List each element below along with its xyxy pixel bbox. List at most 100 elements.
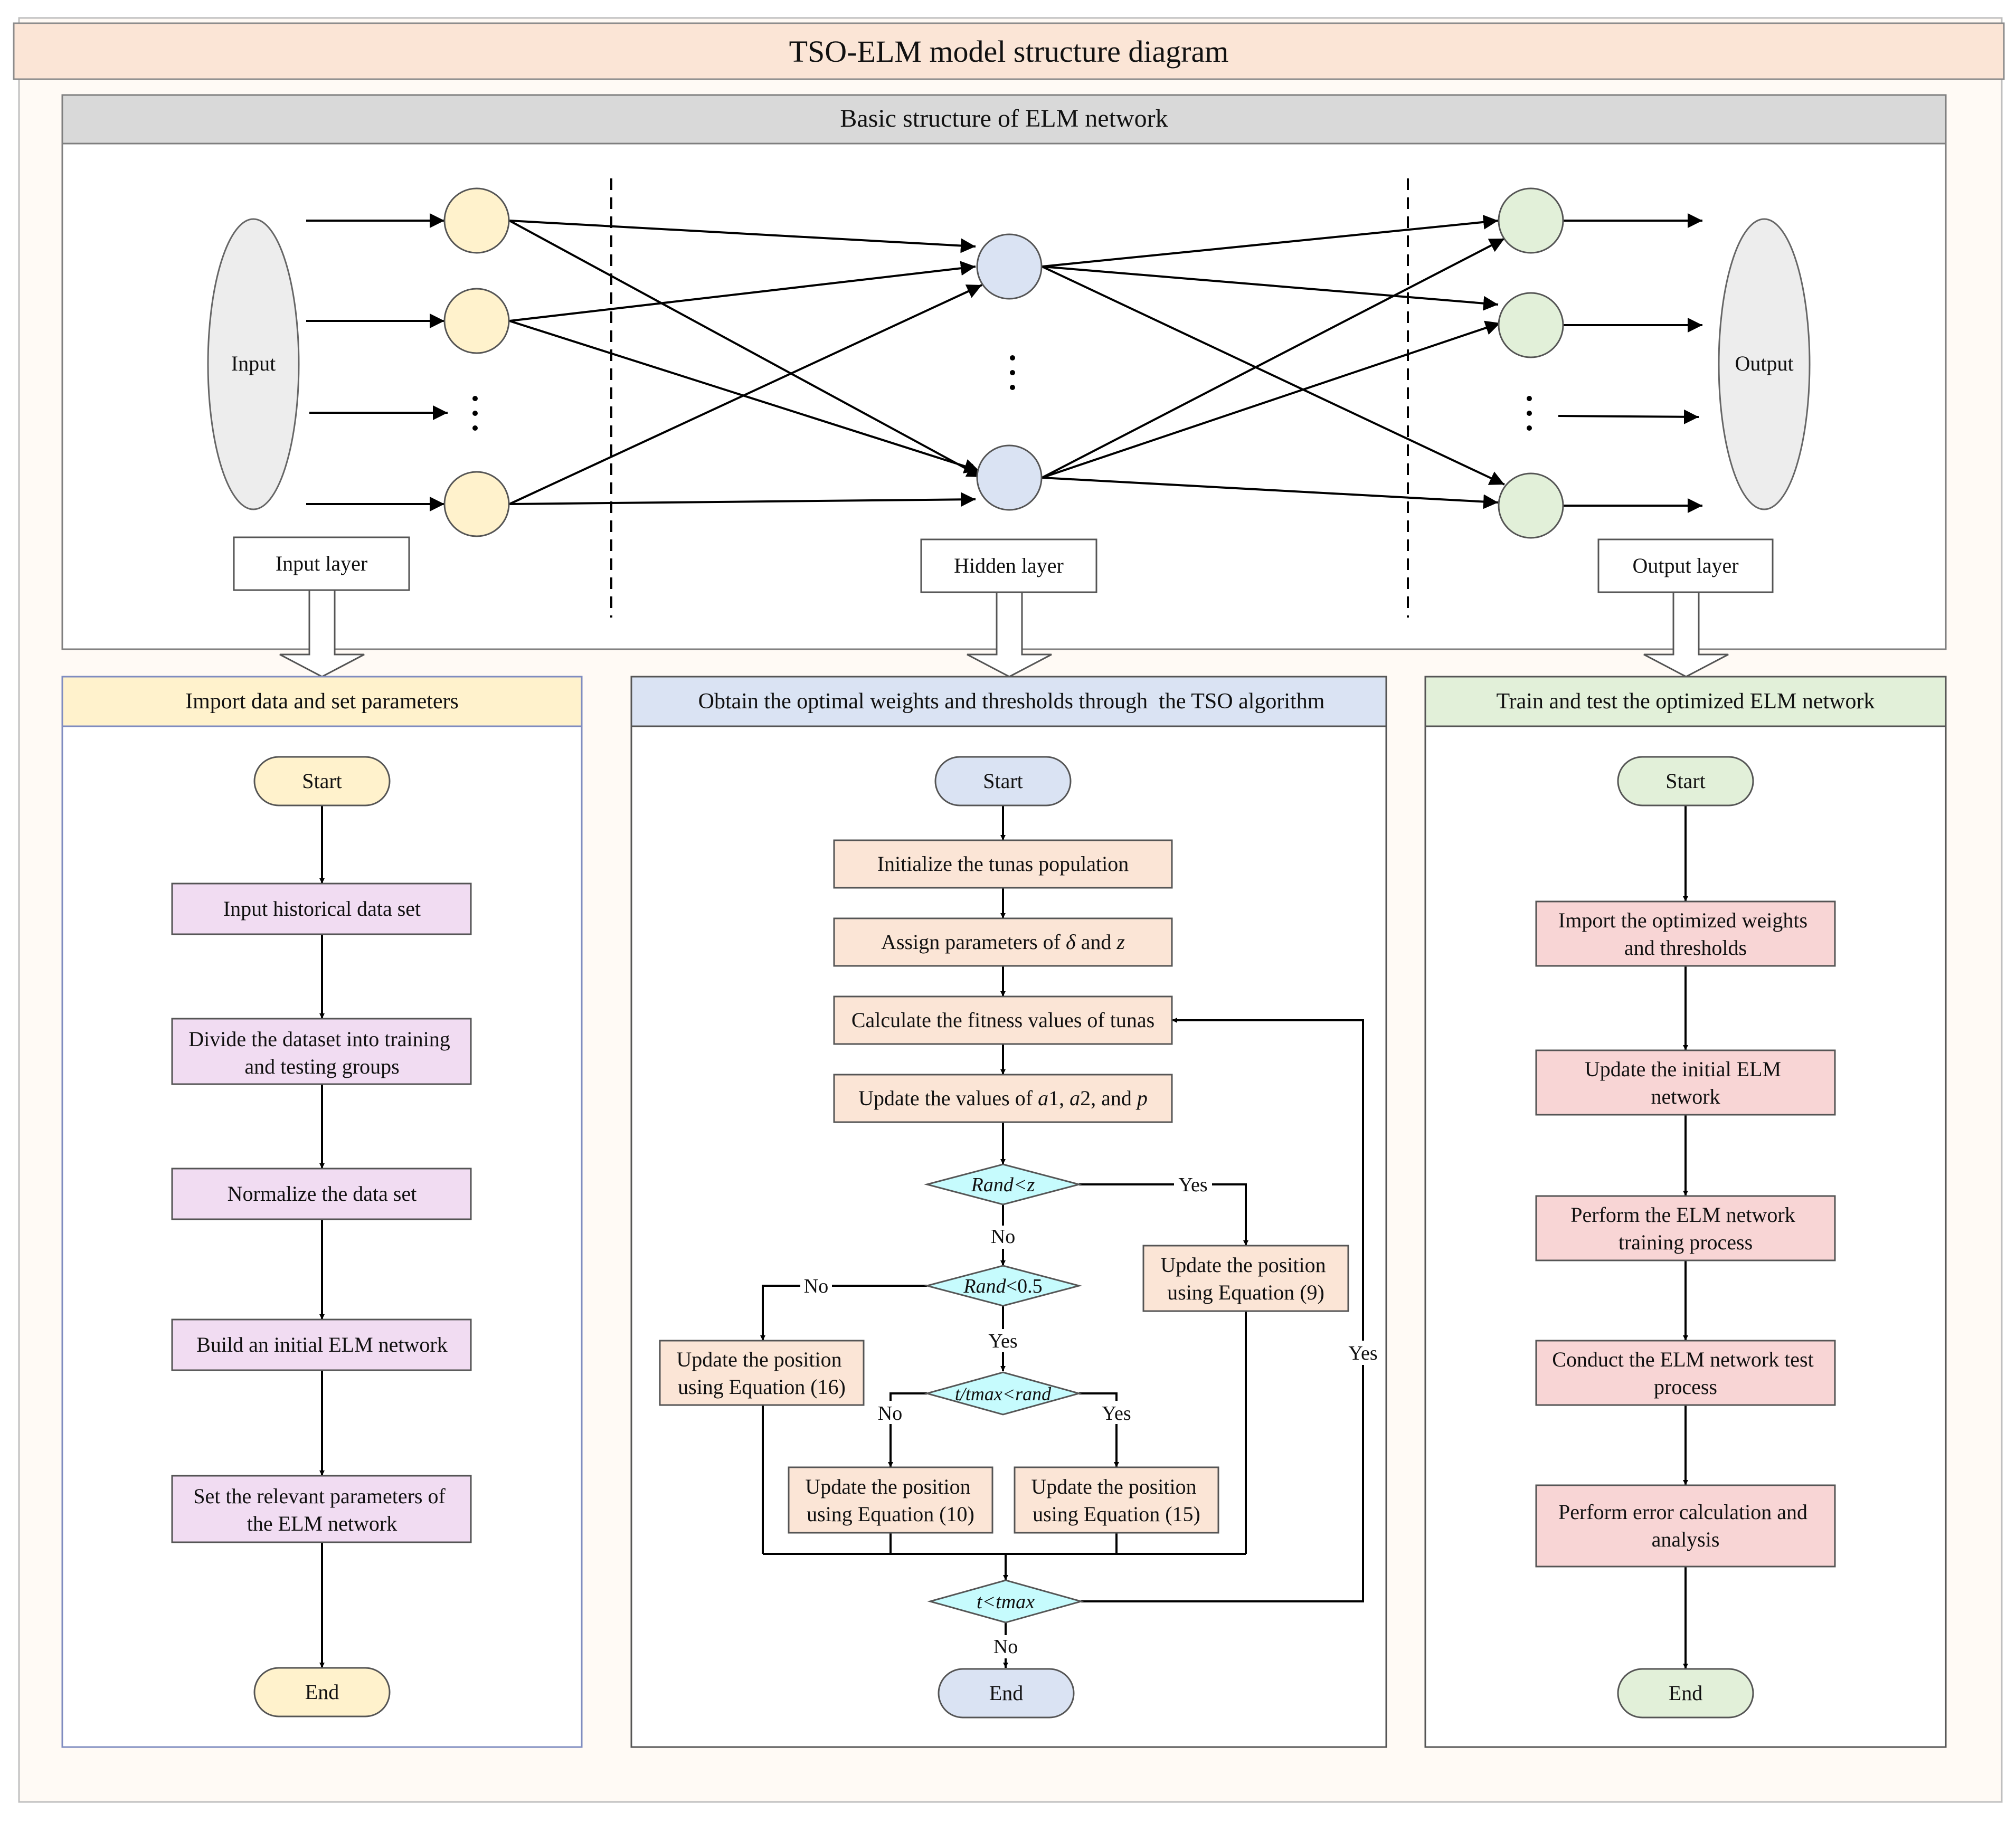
hidden-node [976,444,1043,511]
panel1-step-input-historical [171,882,472,935]
input-layer-label: Input layer [276,552,367,575]
panel1-step-build-elm [171,1318,472,1371]
panel1-step-divide-label: Divide the dataset into training and tes… [188,1027,455,1078]
panel1-step-normalize-label: Normalize the data set [228,1182,417,1206]
decision-rand-lt-half [924,1265,1082,1307]
hidden-node [976,233,1043,300]
output-ellipse [1718,218,1811,510]
title-band [13,22,2005,80]
output-arrows [1558,213,1702,513]
panel3-step-import-weights [1535,900,1836,967]
panel3-step-training [1535,1195,1836,1261]
input-layer-box [233,536,410,591]
label-no-d1: No [991,1226,1015,1248]
panel-train-title: Train and test the optimized ELM network [1497,689,1875,714]
panel2-step-init-population-label: Initialize the tunas population [877,852,1129,876]
panel2-step-eq9-label: Update the position using Equation (9) [1160,1253,1331,1304]
panel1-step-divide [171,1018,472,1085]
panel2-step-eq9 [1142,1245,1349,1312]
decision-rand-lt-z [924,1163,1082,1206]
hollow-arrow-left [279,589,365,678]
panel2-step-init-population [833,839,1173,889]
label-yes-d2: Yes [988,1330,1017,1352]
input-node [443,288,510,354]
panel1-step-normalize [171,1168,472,1220]
decision-t-over-tmax [924,1371,1082,1416]
decision-t-lt-tmax-label: t<tmax [977,1591,1035,1613]
hidden-nodes [976,233,1043,511]
input-ellipse [207,218,300,510]
panel3-step-training-label: Perform the ELM network training process [1570,1203,1800,1254]
ellipsis-dots [472,355,1532,431]
panel2-end-label: End [989,1681,1023,1705]
input-to-hidden-connections [509,220,982,507]
panel2-step-assign-params-label: Assign parameters of δ and z [881,930,1125,954]
panel1-step-build-elm-label: Build an initial ELM network [196,1333,448,1356]
output-layer-box [1597,538,1774,593]
panel2-step-eq15 [1014,1466,1219,1534]
panel2-step-eq10 [788,1466,993,1534]
panel2-step-update-values [833,1074,1173,1123]
panel2-step-eq10-label: Update the position using Equation (10) [805,1475,976,1526]
panel3-step-error-analysis-label: Perform error calculation and analysis [1558,1500,1813,1551]
panel2-start [934,756,1072,806]
panel1-start [253,756,391,806]
panel-import-header [61,676,583,727]
label-no-d2: No [804,1275,828,1297]
panel3-end-label: End [1669,1681,1702,1705]
panel3-step-test [1535,1340,1836,1406]
panel2-end [938,1668,1075,1719]
panel2-step-calc-fitness [833,995,1173,1045]
panel2-start-label: Start [983,769,1023,793]
panel2-step-update-values-label: Update the values of a1, a2, and p [858,1086,1148,1110]
input-node [443,187,510,254]
hollow-arrow-middle [967,591,1052,678]
panel3-end [1617,1668,1754,1719]
panel3-step-error-analysis [1535,1484,1836,1568]
hidden-to-output-connections [1042,214,1505,509]
panel3-step-import-weights-label: Import the optimized weights and thresho… [1558,908,1813,960]
output-label: Output [1735,352,1793,375]
panel3-start-label: Start [1665,769,1706,793]
decision-rand-lt-z-label: Rand<z [971,1174,1035,1196]
panel-train-header [1424,676,1947,727]
output-nodes [1498,187,1564,539]
hollow-arrow-right [1643,591,1729,678]
input-label: Input [231,352,276,375]
output-layer-label: Output layer [1632,554,1738,577]
output-node [1498,292,1564,358]
decision-rand-lt-half-label: Rand<0.5 [963,1275,1042,1297]
panel3-step-test-label: Conduct the ELM network test process [1552,1347,1819,1399]
panel1-end [253,1667,391,1717]
input-arrows [306,213,448,511]
branch-labels: Yes No No Yes No Yes Yes No [800,1173,1382,1658]
panel3-step-update-elm-label: Update the initial ELM network [1585,1057,1786,1108]
panel2-step-calc-fitness-label: Calculate the fitness values of tunas [851,1008,1154,1032]
label-no-d4: No [993,1636,1018,1658]
label-yes-d4: Yes [1348,1342,1377,1364]
hidden-layer-box [920,538,1097,593]
panel1-step-input-historical-label: Input historical data set [223,897,421,921]
decision-t-over-tmax-label: t/tmax<rand [955,1383,1052,1405]
panel-import-title: Import data and set parameters [185,689,459,714]
panel2-step-eq16 [659,1340,865,1406]
panel3-step-update-elm [1535,1049,1836,1116]
hidden-layer-label: Hidden layer [954,554,1064,577]
panel1-start-label: Start [302,769,342,793]
label-yes-d3: Yes [1102,1402,1131,1425]
input-nodes [443,187,510,537]
panel1-step-set-params-label: Set the relevant parameters of the ELM n… [193,1484,451,1535]
panel2-step-eq16-label: Update the position using Equation (16) [676,1347,847,1399]
label-no-d3: No [878,1402,902,1425]
elm-header [61,94,1947,145]
panel-tso-header [630,676,1387,727]
elm-header-label: Basic structure of ELM network [840,105,1168,132]
panel2-step-assign-params [833,917,1173,967]
label-yes-d1: Yes [1178,1174,1207,1196]
panel1-end-label: End [305,1680,339,1704]
input-node [443,471,510,537]
decision-t-lt-tmax [927,1579,1084,1624]
panel3-start [1617,756,1754,806]
output-node [1498,472,1564,539]
